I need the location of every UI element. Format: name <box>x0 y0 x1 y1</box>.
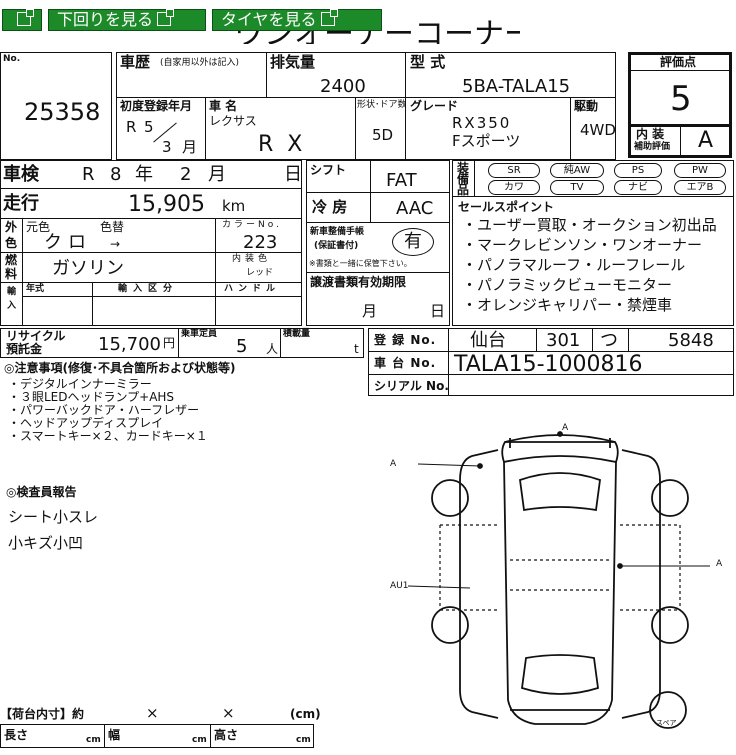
popout-icon <box>157 9 175 26</box>
view-underside-button[interactable]: 下回りを見る <box>48 9 206 31</box>
notes-label: ◎注意事項(修復･不具合箇所および状態等) <box>4 361 236 375</box>
lot-box <box>0 52 112 160</box>
score-value: 5 <box>670 79 692 119</box>
car-maker: レクサス <box>209 114 257 128</box>
note-item: ・パワーバックドア・ハーフレザー <box>8 403 200 417</box>
car-name-label: 車 名 <box>209 99 238 113</box>
spare-label: スペア <box>656 719 677 727</box>
aircon-value: AAC <box>396 198 434 219</box>
note-item: ・ヘッドアップディスプレイ <box>8 416 164 430</box>
mileage-value: 15,905 <box>128 192 205 217</box>
popout-icon <box>320 9 338 26</box>
equip-leather: カワ <box>488 180 540 195</box>
color-original: クロ <box>44 232 92 253</box>
note-item: ・３眼LEDヘッドランプ+AHS <box>8 390 175 404</box>
vehicle-grid <box>0 160 302 326</box>
equip-navi: ナビ <box>614 180 662 195</box>
car-damage-diagram <box>407 431 710 729</box>
interior-score-value: A <box>698 128 714 153</box>
history-note: (自家用以外は記入) <box>160 58 240 68</box>
lot-label: No. <box>3 54 21 64</box>
equip-tv: TV <box>550 180 604 195</box>
inspection-label: 車検 <box>3 164 39 185</box>
grade-line2: Fスポーツ <box>452 132 521 150</box>
registration-grid <box>368 328 734 396</box>
inspector-label: ◎検査員報告 <box>6 485 77 499</box>
diagram-mark-left: A <box>390 459 397 469</box>
cargo-grid <box>0 724 314 748</box>
maintenance-record-badge <box>392 228 434 256</box>
lot-number: 25358 <box>24 98 101 126</box>
wheel-rear-left <box>431 606 469 644</box>
diagram-mark-top: A <box>562 423 569 433</box>
interior-color: レッド <box>246 268 274 278</box>
reg-number: 5848 <box>668 330 714 351</box>
equip-sr: SR <box>488 163 540 178</box>
wheel-front-right <box>651 479 689 517</box>
diagram-mark-au: AU1 <box>390 581 409 591</box>
drive-label: 駆動 <box>574 99 599 113</box>
car-model: RX <box>258 132 317 157</box>
capacity-value: 5 <box>236 336 248 357</box>
score-label: 評価点 <box>660 55 697 69</box>
popout-button[interactable] <box>2 9 42 31</box>
recycle-value: 15,700 <box>98 334 161 355</box>
equip-airbag: エアB <box>674 180 726 195</box>
sales-point: ・オレンジキャリパー・禁煙車 <box>462 296 673 314</box>
inspector-item: 小キズ小凹 <box>8 534 84 552</box>
equip-alloy-wheels: 純AW <box>550 163 604 178</box>
drive-value: 4WD <box>580 121 616 139</box>
recycle-grid <box>0 328 364 358</box>
color-code: 223 <box>243 232 278 253</box>
equip-grid <box>306 160 450 326</box>
equip-pw: PW <box>674 163 726 178</box>
popout-icon <box>17 9 34 26</box>
sales-point: ・パノラマルーフ・ルーフレール <box>462 256 686 274</box>
note-item: ・デジタルインナーミラー <box>8 377 152 391</box>
fuel-value: ガソリン <box>52 258 124 279</box>
doors-label: 形状･ドア数 <box>357 100 407 110</box>
displacement-label: 排気量 <box>270 53 316 71</box>
reg-area: 仙台 <box>470 330 506 351</box>
grade-line1: RX350 <box>452 114 512 132</box>
diagram-mark-right: A <box>716 559 723 569</box>
sales-point: ・マークレビンソン・ワンオーナー <box>462 236 703 254</box>
first-reg-label: 初度登録年月 <box>120 99 193 113</box>
reg-kana: つ <box>600 330 618 351</box>
wheel-front-left <box>431 479 469 517</box>
wheel-rear-right <box>651 606 689 644</box>
mileage-label: 走行 <box>3 193 39 214</box>
model-type-label: 型 式 <box>410 53 446 71</box>
note-item: ・スマートキー×２、カードキー×１ <box>8 429 208 443</box>
chassis-number: TALA15-1000816 <box>454 352 643 377</box>
equip-ps: PS <box>614 163 662 178</box>
model-type-value: 5BA-TALA15 <box>462 76 571 97</box>
displacement-value: 2400 <box>320 76 366 97</box>
grade-label: グレード <box>410 99 459 113</box>
spec-grid <box>116 52 616 160</box>
sales-point: ・ユーザー買取・オークション初出品 <box>462 216 717 234</box>
sales-point: ・パノラミックビューモニター <box>462 276 673 294</box>
car-body-outline <box>501 441 619 725</box>
reg-class: 301 <box>546 330 581 351</box>
spare-tire <box>649 691 687 729</box>
view-tires-button[interactable]: タイヤを見る <box>212 9 382 31</box>
sales-grid <box>452 160 734 326</box>
shift-value: FAT <box>386 170 417 191</box>
inspector-item: シート小スレ <box>8 508 99 526</box>
doors-value: 5D <box>372 126 394 144</box>
history-label: 車歴 <box>120 53 151 71</box>
sales-points-label: セールスポイント <box>458 200 555 214</box>
